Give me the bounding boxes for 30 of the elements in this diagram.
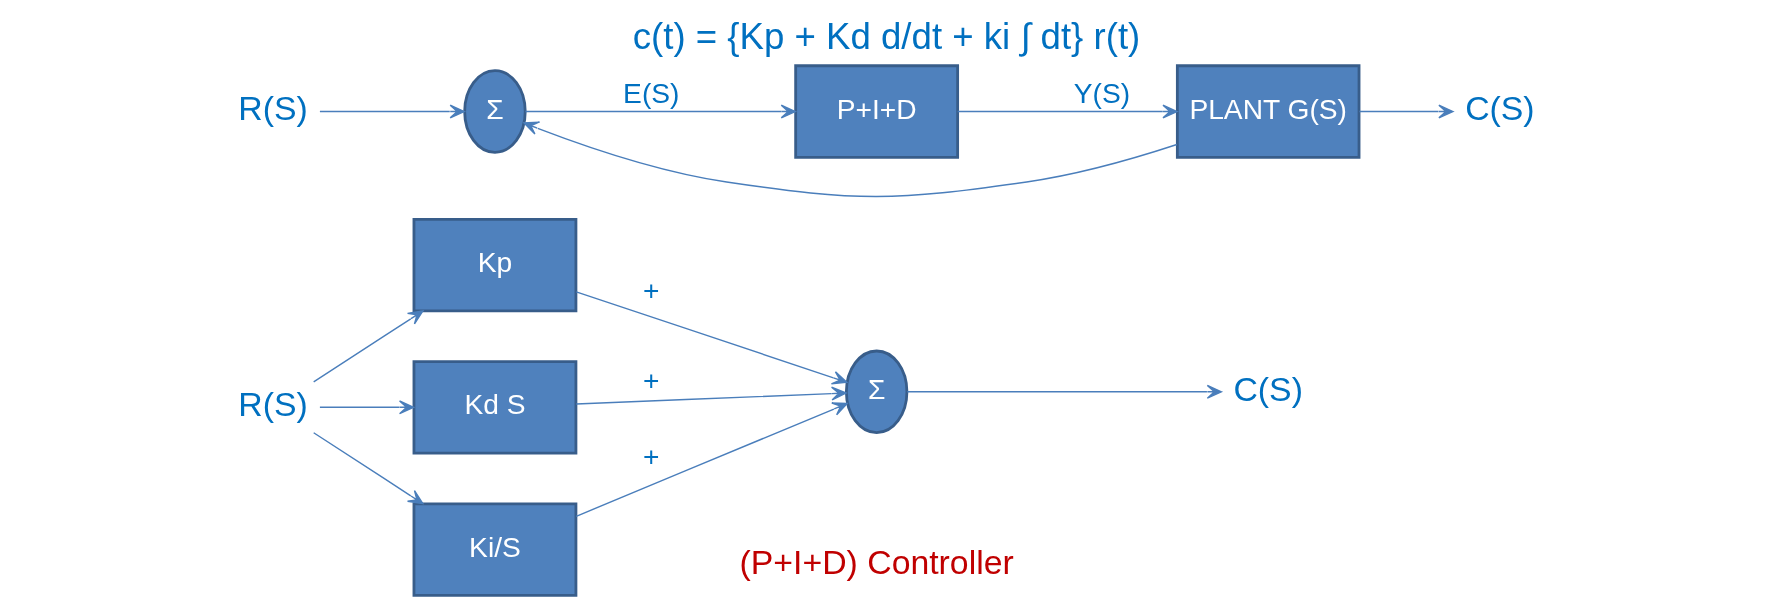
arrow xyxy=(575,291,848,385)
arrow xyxy=(522,121,1178,198)
arrow xyxy=(956,104,1178,119)
node-text: C(S) xyxy=(1464,89,1535,128)
arrow xyxy=(312,310,424,383)
node-text: R(S) xyxy=(237,89,308,128)
node-text: C(S) xyxy=(1232,369,1303,408)
arrow xyxy=(318,400,414,415)
node-ellipse: Σ xyxy=(462,69,527,154)
edge-label: Y(S) xyxy=(1073,78,1130,110)
edge-label: + xyxy=(642,441,660,473)
arrow xyxy=(575,386,847,405)
arrow xyxy=(318,104,465,119)
arrow xyxy=(906,384,1222,399)
node-ellipse: Σ xyxy=(844,349,908,435)
arrow xyxy=(575,402,848,517)
diagram-title: c(t) = {Kp + Kd d/dt + ki ∫ dt} r(t) xyxy=(632,15,1140,57)
edge-label: + xyxy=(642,365,660,397)
node-box: Ki/S xyxy=(412,502,577,597)
node-text: R(S) xyxy=(237,385,308,424)
arrow xyxy=(524,104,796,119)
edge-label: E(S) xyxy=(622,78,679,110)
arrow xyxy=(1358,104,1454,119)
edge-label: + xyxy=(642,275,660,307)
node-box: Kp xyxy=(412,217,577,313)
node-box: PLANT G(S) xyxy=(1175,64,1360,159)
node-box: P+I+D xyxy=(793,64,959,159)
arrow xyxy=(312,432,424,505)
node-box: Kd S xyxy=(412,360,577,455)
caption: (P+I+D) Controller xyxy=(739,542,1014,581)
